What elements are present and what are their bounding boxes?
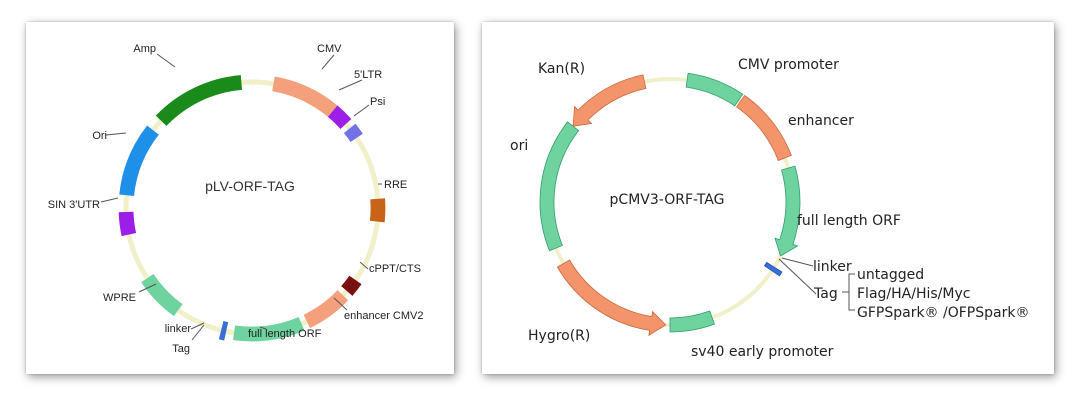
feature-arc-ori [119, 125, 159, 197]
feature-label-cppt: cPPT/CTS [369, 263, 421, 275]
feature-arc-hygro [556, 259, 667, 337]
plasmid-map-pcmv3: CMV promoter enhancer full length ORF li… [510, 57, 1029, 360]
feature-label-rre: RRE [384, 179, 407, 191]
plasmid-name: pCMV3-ORF-TAG [610, 192, 725, 208]
feature-label-psi: Psi [370, 96, 385, 108]
feature-label-orf: full length ORF [797, 213, 901, 229]
feature-arc-amp [155, 75, 243, 126]
feature-label-kan: Kan(R) [538, 61, 585, 77]
leader-linker [190, 322, 205, 330]
feature-arc-wpre [141, 273, 183, 317]
leader-amp [156, 53, 176, 68]
feature-label-ori: Ori [92, 130, 107, 142]
leader-cmv [321, 54, 335, 70]
feature-arc-sv40 [669, 310, 715, 333]
leader-sin [100, 197, 119, 203]
feature-label-enhancer: enhancer [788, 113, 854, 129]
plasmid-map-card-plv: Amp CMV 5'LTR Psi RRE cPPT/CTS enhancer … [26, 22, 454, 374]
feature-arc-sin [118, 211, 137, 237]
feature-label-sv40: sv40 early promoter [691, 344, 834, 360]
feature-label-cmv-promoter: CMV promoter [738, 57, 839, 73]
feature-label-cmv: CMV [317, 43, 342, 55]
tag-option-untagged: untagged [857, 267, 924, 283]
plasmid-name: pLV-ORF-TAG [205, 178, 295, 194]
feature-arc-cppt [341, 275, 362, 296]
feature-arc-cmv [272, 76, 339, 118]
leader-wpre [138, 283, 157, 293]
feature-arc-psi [343, 123, 363, 143]
feature-label-tag: Tag [172, 343, 190, 355]
feature-label-tag: Tag [813, 286, 838, 302]
feature-arc-enh [303, 290, 349, 329]
feature-label-amp: Amp [133, 43, 156, 55]
leader-psi [353, 104, 370, 117]
feature-arc-linker [763, 261, 783, 277]
leader-tag [191, 324, 205, 341]
feature-label-5ltr: 5'LTR [354, 69, 382, 81]
feature-label-linker: linker [813, 259, 852, 275]
plasmid-map-plv: Amp CMV 5'LTR Psi RRE cPPT/CTS enhancer … [48, 43, 424, 355]
feature-label-enhancer: enhancer CMV2 [344, 310, 424, 322]
feature-label-wpre: WPRE [103, 292, 136, 304]
plasmid-map-card-pcmv3: CMV promoter enhancer full length ORF li… [482, 22, 1054, 374]
feature-arc-ltr5 [327, 105, 352, 129]
leader-orf [259, 326, 267, 330]
tag-option-fluorescent: GFPSpark® /OFPSpark® [857, 305, 1029, 321]
leader-ori [105, 132, 127, 136]
feature-arc-enh [735, 94, 792, 161]
leader-enhancer [333, 297, 348, 311]
feature-arc-cmvp [685, 72, 744, 107]
feature-arc-ori [539, 121, 580, 252]
feature-label-hygro: Hygro(R) [528, 328, 590, 344]
feature-label-orf: full length ORF [248, 328, 322, 340]
feature-label-ori: ori [510, 138, 528, 154]
feature-arc-kan [572, 74, 647, 127]
tag-option-epitope: Flag/HA/His/Myc [857, 286, 970, 302]
feature-arc-rre [369, 198, 386, 223]
leader-linker [781, 257, 814, 267]
feature-arc-orf [774, 165, 801, 257]
feature-label-linker: linker [165, 323, 192, 335]
tag-options-bracket [842, 273, 855, 311]
leader-tag [778, 258, 817, 295]
feature-label-sin: SIN 3'UTR [48, 199, 100, 211]
leader-cppt [359, 261, 369, 270]
feature-arc-linker [218, 321, 229, 341]
feature-arc-orf [233, 317, 305, 342]
leader-5ltr [338, 79, 363, 91]
